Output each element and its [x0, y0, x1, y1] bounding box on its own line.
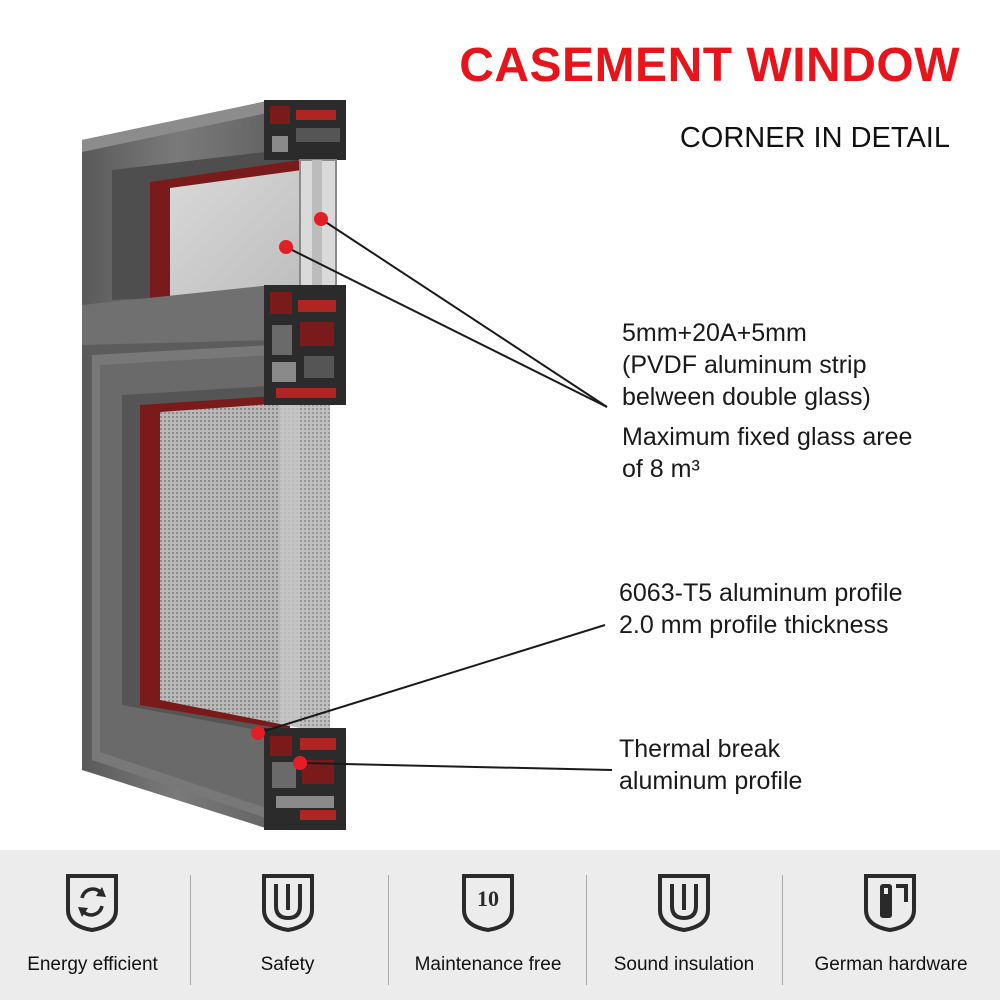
callout-max-glass-area: Maximum fixed glass aree of 8 m³	[622, 421, 912, 485]
marker-profile	[251, 726, 265, 740]
badge-10-icon: 10	[462, 874, 514, 932]
marker-glass-inner	[279, 240, 293, 254]
callout-line: aluminum profile	[619, 767, 803, 795]
feature-divider	[782, 875, 783, 985]
feature-label: Safety	[260, 954, 315, 975]
feature-sound-insulation: Sound insulation	[586, 850, 782, 1000]
feature-safety: Safety	[190, 850, 385, 1000]
feature-maintenance-free: 10 Maintenance free	[388, 850, 588, 1000]
window-handle-icon	[864, 874, 916, 932]
page-title: CASEMENT WINDOW	[459, 39, 960, 92]
feature-label: Sound insulation	[613, 954, 755, 975]
callout-leader-lines	[257, 218, 613, 771]
feature-bar: Energy efficient Safety 10 Maintenance f…	[0, 850, 1000, 1000]
callout-line: Maximum fixed glass aree	[622, 423, 913, 451]
feature-divider	[586, 875, 587, 985]
callout-thermal-break: Thermal break aluminum profile	[619, 733, 802, 797]
feature-german-hardware: German hardware	[782, 850, 1000, 1000]
marker-glass-outer	[314, 212, 328, 226]
feature-divider	[388, 875, 389, 985]
shield-u-icon	[262, 874, 314, 932]
callout-line: Thermal break	[619, 735, 781, 763]
callout-markers	[251, 212, 328, 770]
profile-cross-section-middle	[264, 285, 346, 405]
energy-cycle-icon	[66, 874, 118, 932]
page-subtitle: CORNER IN DETAIL	[679, 122, 950, 154]
feature-label: Maintenance free	[414, 954, 562, 975]
feature-label: German hardware	[814, 954, 968, 975]
callout-line: 5mm+20A+5mm	[622, 319, 807, 347]
feature-divider	[190, 875, 191, 985]
badge-number: 10	[477, 886, 499, 911]
window-corner-illustration	[82, 100, 613, 830]
callout-line: belween double glass)	[622, 383, 871, 411]
shield-u-icon	[658, 874, 710, 932]
feature-energy-efficient: Energy efficient	[0, 850, 185, 1000]
callout-glass-spec: 5mm+20A+5mm (PVDF aluminum strip belween…	[622, 317, 871, 413]
callout-line: 6063-T5 aluminum profile	[619, 579, 903, 607]
callout-line: of 8 m³	[622, 455, 700, 483]
callout-line: 2.0 mm profile thickness	[619, 611, 889, 639]
callout-line: (PVDF aluminum strip	[622, 351, 867, 379]
profile-cross-section-bottom	[264, 728, 346, 830]
feature-label: Energy efficient	[27, 954, 158, 975]
marker-thermal-break	[293, 756, 307, 770]
window-frame	[82, 100, 330, 830]
callout-profile-spec: 6063-T5 aluminum profile 2.0 mm profile …	[619, 577, 902, 641]
profile-cross-section-top	[264, 100, 346, 291]
